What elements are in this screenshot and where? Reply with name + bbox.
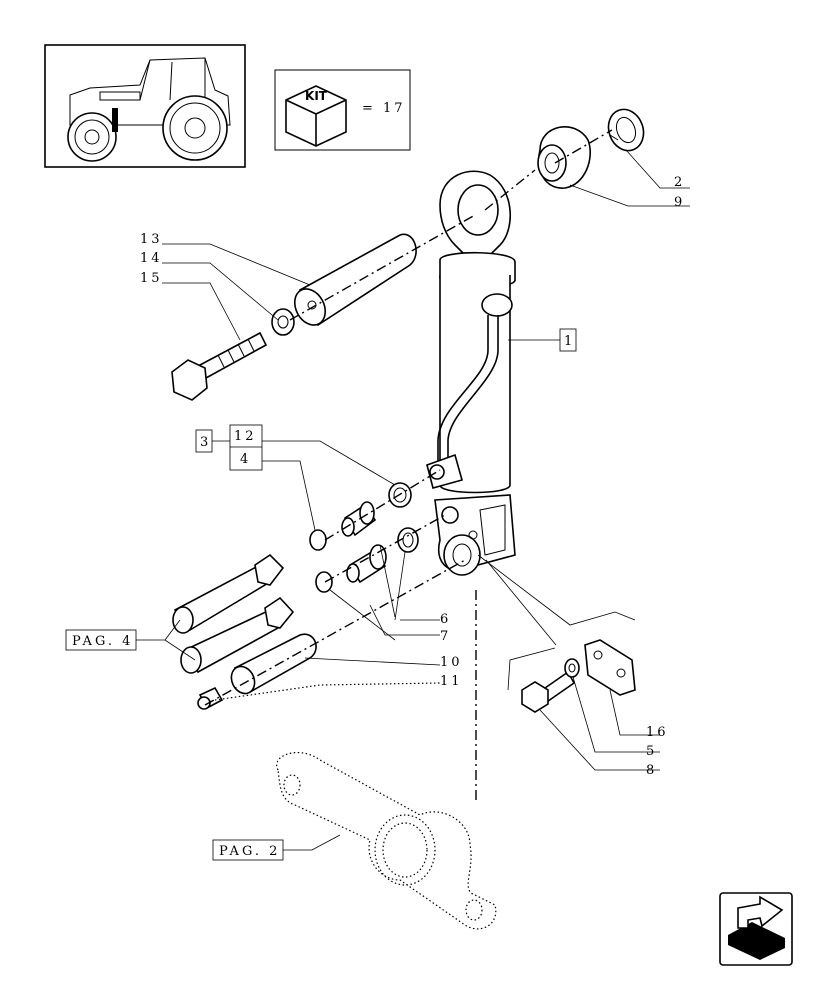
return-arrow-icon[interactable] (719, 892, 793, 966)
o-ring-upper-part (309, 529, 327, 551)
callout-4[interactable]: 4 (240, 452, 251, 467)
tractor-thumbnail-icon[interactable] (44, 44, 246, 168)
pin-part (293, 233, 417, 327)
callout-11[interactable]: 11 (440, 674, 463, 689)
page-ref-pag2[interactable]: PAG. 2 (219, 844, 280, 859)
page-ref-pag4[interactable]: PAG. 4 (72, 634, 133, 649)
callout-9[interactable]: 9 (674, 195, 685, 210)
callout-16[interactable]: 16 (646, 725, 669, 740)
callout-7[interactable]: 7 (440, 629, 451, 644)
callout-8[interactable]: 8 (646, 763, 657, 778)
bracket-washer-part (564, 658, 580, 678)
callout-10[interactable]: 10 (440, 655, 463, 670)
adapter-sleeve-lower-part (397, 527, 419, 553)
bracket-bolt-part (521, 670, 576, 713)
hydraulic-hose-lower-part (180, 596, 295, 674)
callout-leaders (65, 149, 690, 861)
union-fitting-lower-part (346, 544, 387, 584)
washer-part (271, 308, 295, 336)
kit-badge-text: KIT (305, 89, 328, 103)
callout-2[interactable]: 2 (674, 175, 685, 190)
hydraulic-cylinder-part (426, 170, 516, 576)
kit-legend: KIT = 17 (274, 69, 411, 151)
o-ring-lower-part (315, 571, 333, 593)
callout-1[interactable]: 1 (564, 334, 575, 349)
grease-sleeve-part (230, 633, 317, 695)
spherical-bushing-part (537, 126, 592, 189)
hydraulic-hose-upper-part (172, 553, 285, 634)
bracket-plate-part (584, 639, 636, 696)
callout-14[interactable]: 14 (140, 251, 163, 266)
kit-equals-text: = 17 (362, 101, 406, 116)
callout-6[interactable]: 6 (440, 612, 451, 627)
kit-cube-icon (285, 85, 347, 147)
union-fitting-upper-part (341, 501, 377, 537)
callout-12[interactable]: 12 (234, 429, 257, 444)
assembly-axes (204, 129, 613, 800)
circlip-part (607, 108, 645, 152)
callout-13[interactable]: 13 (140, 232, 163, 247)
grease-nipple-part (197, 686, 224, 710)
callout-3[interactable]: 3 (200, 435, 211, 450)
lift-arm-reference-part (276, 751, 497, 930)
callout-15[interactable]: 15 (140, 271, 163, 286)
callout-5[interactable]: 5 (646, 744, 657, 759)
bolt-part (171, 331, 268, 401)
